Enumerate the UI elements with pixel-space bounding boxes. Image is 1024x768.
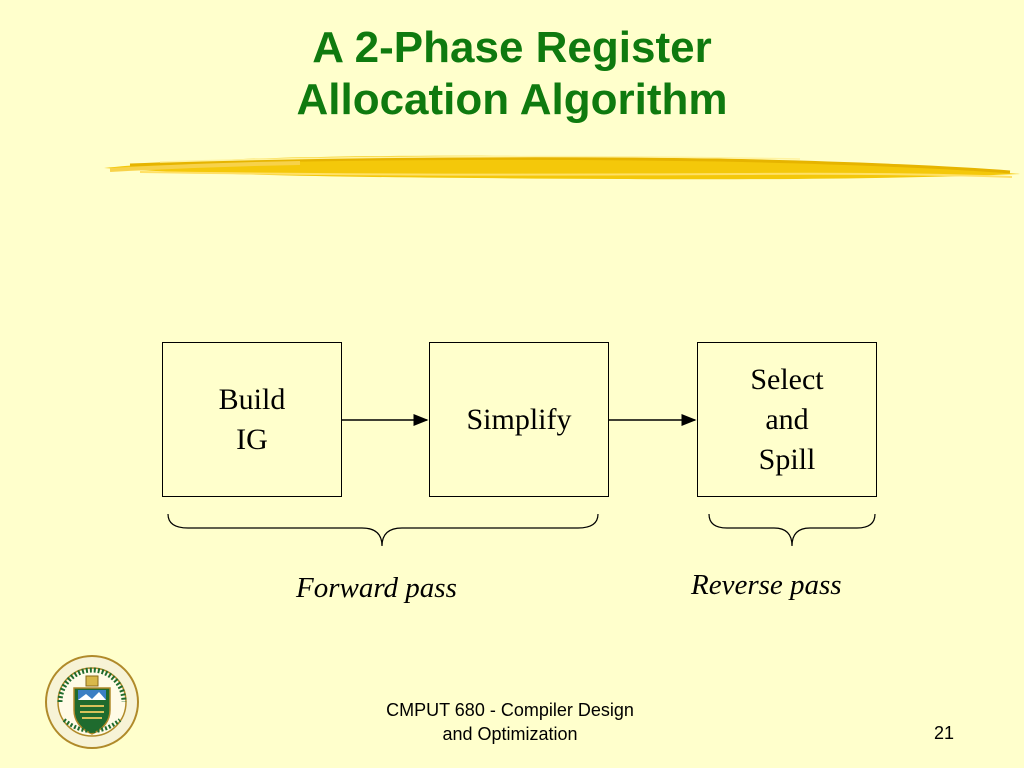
- build-ig-line-2: IG: [236, 422, 268, 456]
- course-line-1: CMPUT 680 - Compiler Design: [386, 700, 634, 720]
- forward-pass-brace: [167, 513, 599, 547]
- simplify-box: Simplify: [429, 342, 609, 497]
- reverse-pass-label: Reverse pass: [691, 569, 842, 601]
- course-line-2: and Optimization: [442, 724, 578, 744]
- university-of-alberta-crest-icon: [45, 655, 139, 749]
- course-footer: CMPUT 680 - Compiler Design and Optimiza…: [360, 698, 660, 746]
- select-spill-line-1: Select: [750, 362, 824, 396]
- title-line-1: A 2-Phase Register: [312, 23, 712, 72]
- slide-title: A 2-Phase Register Allocation Algorithm: [0, 22, 1024, 126]
- yellow-brush-divider: [104, 155, 1020, 180]
- forward-pass-label: Forward pass: [296, 572, 457, 604]
- simplify-label: Simplify: [466, 402, 572, 436]
- build-ig-box: Build IG: [162, 342, 342, 497]
- page-number: 21: [934, 723, 955, 743]
- build-ig-line-1: Build: [218, 382, 286, 416]
- select-and-spill-box: Select and Spill: [697, 342, 877, 497]
- select-spill-line-2: and: [765, 402, 809, 436]
- select-spill-line-3: Spill: [758, 442, 816, 476]
- reverse-pass-brace: [708, 513, 876, 547]
- title-line-2: Allocation Algorithm: [296, 75, 728, 124]
